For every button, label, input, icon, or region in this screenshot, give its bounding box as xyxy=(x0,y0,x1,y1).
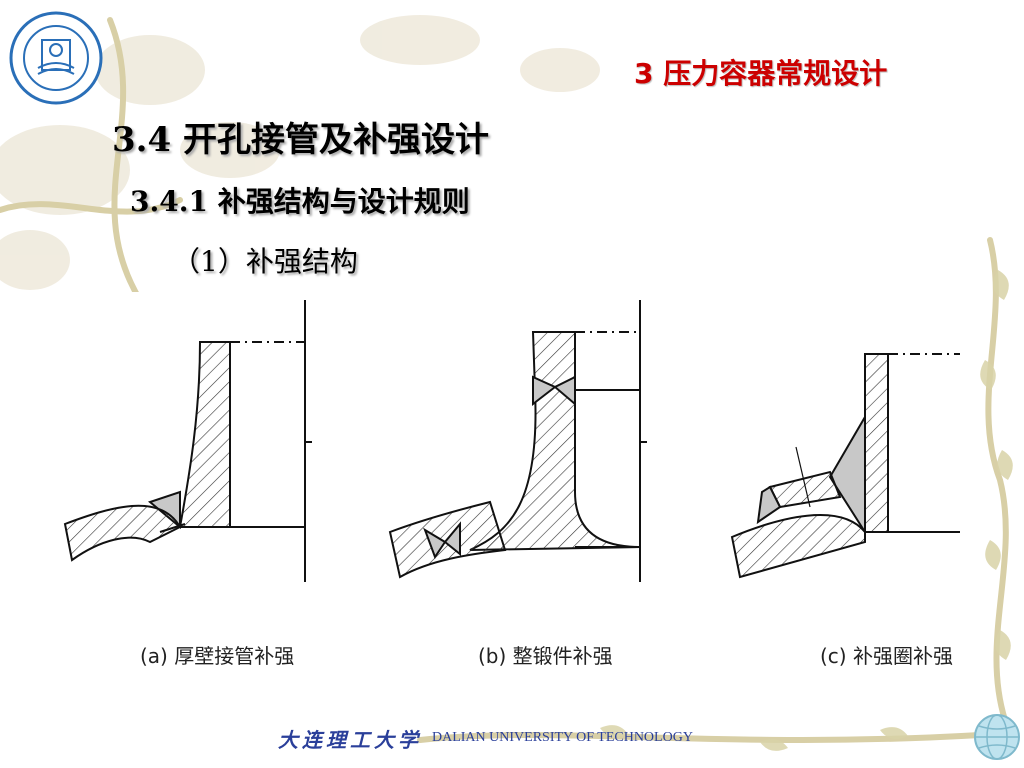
caption-thick-wall-nozzle: (a) 厚壁接管补强 xyxy=(140,644,295,668)
drawing-reinforcing-pad xyxy=(730,353,960,579)
heading-level-3: （1）补强结构 xyxy=(172,245,358,278)
footer-university-name-en: DALIAN UNIVERSITY OF TECHNOLOGY xyxy=(432,730,693,745)
caption-reinforcing-pad: (c) 补强圈补强 xyxy=(820,644,953,668)
section-title: 3 压力容器常规设计 xyxy=(634,57,888,90)
caption-forged-piece: (b) 整锻件补强 xyxy=(478,644,613,668)
university-seal-icon xyxy=(9,11,103,105)
drawing-thick-wall-nozzle xyxy=(63,300,312,582)
footer-university-name-cn: 大连理工大学 xyxy=(278,728,422,752)
heading-level-2: 3.4.1 补强结构与设计规则 xyxy=(130,185,470,218)
drawing-forged-piece xyxy=(388,300,647,582)
reinforcement-structure-figure: (a) 厚壁接管补强 (b) 整锻件补强 (c) 补强圈补强 xyxy=(50,292,960,702)
heading-level-1: 3.4 开孔接管及补强设计 xyxy=(112,120,489,160)
reinforcement-drawings xyxy=(63,300,960,582)
globe-icon xyxy=(974,714,1020,760)
